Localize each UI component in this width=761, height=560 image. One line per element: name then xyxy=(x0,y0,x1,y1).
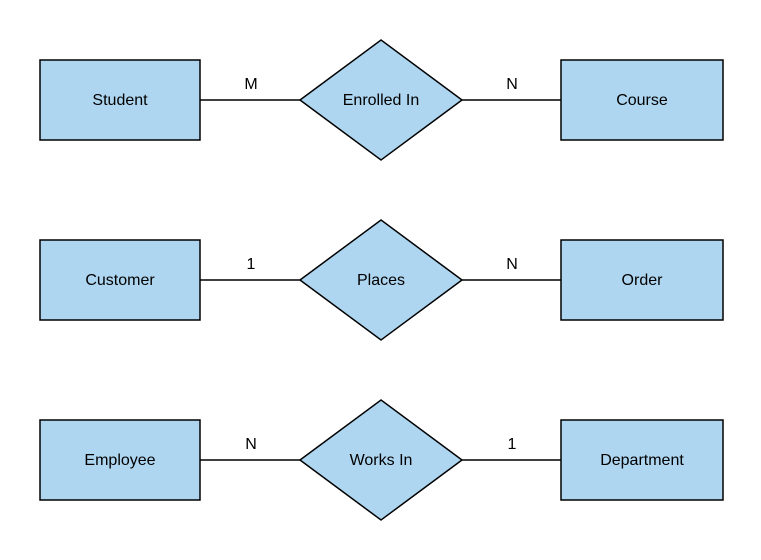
cardinality-label-right: N xyxy=(506,76,518,93)
entity-box-employee xyxy=(39,419,201,501)
cardinality-label-left: M xyxy=(244,76,257,93)
entity-label-course: Course xyxy=(616,92,668,109)
cardinality-label-right: 1 xyxy=(508,436,517,453)
entity-label-employee: Employee xyxy=(84,452,155,469)
entity-box-customer xyxy=(39,239,201,321)
entity-box-course xyxy=(560,59,724,141)
er-row-student-course: Student M Enrolled In N Course xyxy=(39,39,724,161)
entity-label-student: Student xyxy=(92,92,148,109)
entity-box-student xyxy=(39,59,201,141)
relationship-diamond-works-in xyxy=(298,399,464,521)
relationship-label-enrolled-in: Enrolled In xyxy=(343,92,420,109)
entity-label-department: Department xyxy=(600,452,684,469)
relationship-label-works-in: Works In xyxy=(350,452,413,469)
relationship-diamond-places xyxy=(298,219,464,341)
entity-box-order xyxy=(560,239,724,321)
cardinality-label-right: N xyxy=(506,256,518,273)
relationship-label-places: Places xyxy=(357,272,405,289)
entity-label-customer: Customer xyxy=(85,272,155,289)
cardinality-label-left: N xyxy=(245,436,257,453)
entity-label-order: Order xyxy=(622,272,664,289)
cardinality-label-left: 1 xyxy=(247,256,256,273)
er-row-customer-order: Customer 1 Places N Order xyxy=(39,219,724,341)
entity-box-department xyxy=(560,419,724,501)
relationship-diamond-enrolled-in xyxy=(298,39,464,161)
er-row-employee-department: Employee N Works In 1 Department xyxy=(39,399,724,521)
